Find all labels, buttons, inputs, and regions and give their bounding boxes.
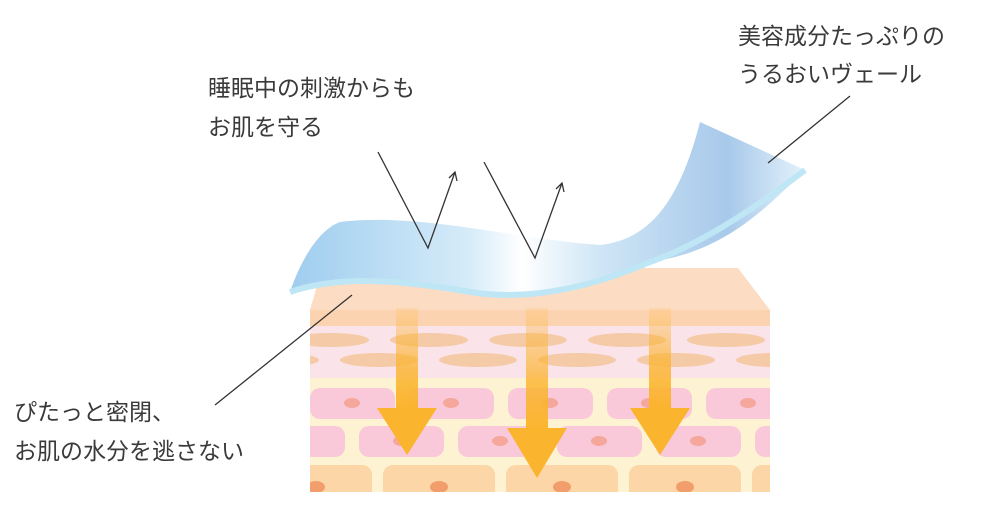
flat-cell	[538, 353, 616, 367]
cell-nucleus	[310, 481, 325, 492]
bounce-arrow-line	[483, 161, 563, 260]
protect-label-line1: 睡眠中の刺激からも	[208, 76, 415, 102]
veil-edge	[289, 167, 807, 298]
flat-cell	[786, 333, 864, 347]
veil-label-line1: 美容成分たっぷりの	[738, 24, 945, 50]
pink-cell	[805, 388, 890, 419]
seal-leader	[214, 294, 353, 406]
cell-nucleus	[789, 436, 805, 446]
base-cell	[752, 465, 770, 492]
seal-label-line2: お肌の水分を逃さない	[14, 439, 244, 465]
pink-cell	[310, 426, 345, 457]
base-cell	[310, 465, 372, 492]
cell-nucleus	[294, 436, 310, 446]
cell-nucleus	[492, 436, 508, 446]
cell-nucleus	[690, 436, 706, 446]
cell-nucleus	[430, 481, 448, 492]
pink-cell	[755, 426, 770, 457]
flat-cell	[588, 333, 666, 347]
cell-nucleus	[839, 398, 855, 408]
base-cell	[383, 465, 495, 492]
seal-label-line1: ぴたっと密閉、	[14, 400, 175, 426]
veil-label-line2: うるおいヴェール	[738, 62, 922, 88]
flat-cell	[736, 353, 770, 367]
skin-cross-section	[294, 268, 890, 493]
flat-cell	[439, 353, 517, 367]
flat-cell	[637, 353, 715, 367]
cell-nucleus	[553, 481, 571, 492]
arrow-down-icon	[377, 308, 437, 455]
cell-nucleus	[676, 481, 694, 492]
cell-nucleus	[799, 481, 817, 493]
flat-cell	[687, 333, 765, 347]
flat-cell	[310, 355, 319, 365]
bounce-arrow-line	[377, 151, 456, 250]
bounce-arrow-head	[555, 181, 565, 193]
pink-cell	[706, 388, 770, 419]
cell-nucleus	[344, 398, 360, 408]
arrow-down-icon	[507, 308, 567, 478]
veil-leader	[767, 95, 851, 164]
leader-lines	[214, 95, 851, 406]
flat-cell	[310, 333, 369, 347]
cell-nucleus	[443, 398, 459, 408]
arrow-down-icon	[630, 308, 690, 455]
cell-nucleus	[740, 398, 756, 408]
cell-nucleus	[591, 436, 607, 446]
base-cell	[629, 465, 741, 492]
protect-label-line2: お肌を守る	[208, 115, 323, 141]
penetration-arrows	[377, 308, 690, 478]
bounce-arrow-head	[448, 170, 458, 182]
